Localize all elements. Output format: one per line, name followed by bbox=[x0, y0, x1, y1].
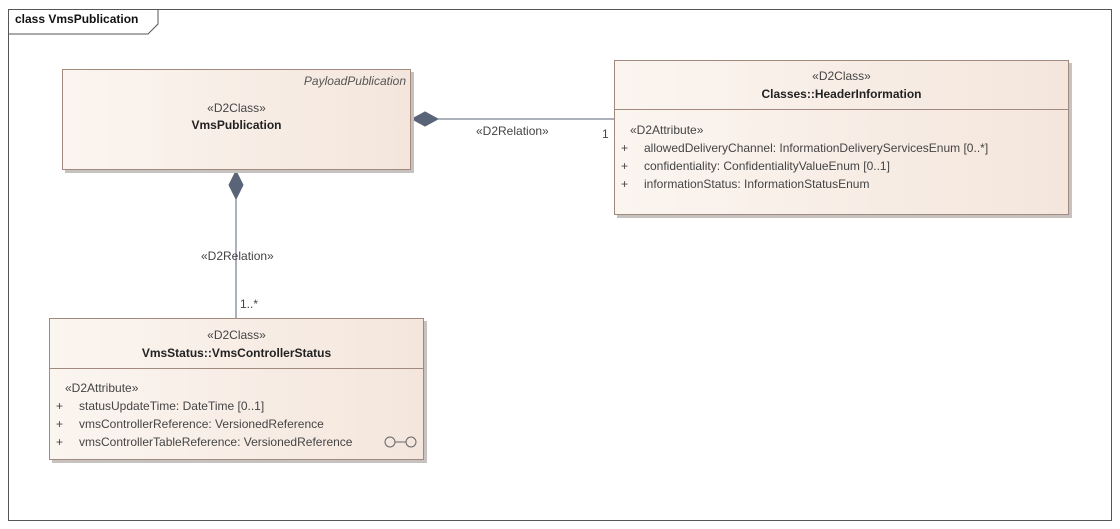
attribute-row: vmsControllerTableReference: VersionedRe… bbox=[79, 435, 353, 449]
attribute-visibility: + bbox=[621, 141, 629, 155]
composition-diamond-icon bbox=[228, 169, 244, 201]
attribute-stereotype: «D2Attribute» bbox=[630, 123, 704, 137]
class-header-information[interactable]: «D2Class» Classes::HeaderInformation «D2… bbox=[614, 60, 1069, 215]
class-stereotype: «D2Class» bbox=[812, 69, 871, 83]
class-divider bbox=[615, 109, 1068, 110]
class-name: VmsPublication bbox=[191, 118, 282, 132]
attribute-row: vmsControllerReference: VersionedReferen… bbox=[79, 417, 324, 431]
attribute-row: statusUpdateTime: DateTime [0..1] bbox=[79, 399, 265, 413]
attribute-visibility: + bbox=[621, 177, 629, 191]
attribute-visibility: + bbox=[56, 417, 64, 431]
class-stereotype: «D2Class» bbox=[207, 101, 266, 115]
status-relation-stereotype: «D2Relation» bbox=[201, 249, 274, 263]
composition-diamond-icon bbox=[410, 111, 440, 127]
class-name: Classes::HeaderInformation bbox=[761, 87, 922, 101]
frame-tab bbox=[8, 9, 159, 35]
header-relation-multiplicity: 1 bbox=[602, 127, 609, 141]
header-relation-stereotype: «D2Relation» bbox=[476, 124, 549, 138]
attribute-row: informationStatus: InformationStatusEnum bbox=[644, 177, 870, 191]
class-parent-name: PayloadPublication bbox=[303, 74, 406, 88]
class-divider bbox=[50, 368, 423, 369]
diagram-frame bbox=[8, 9, 1112, 521]
frame-label: class VmsPublication bbox=[15, 12, 139, 26]
status-relation-multiplicity: 1..* bbox=[240, 297, 259, 311]
attribute-visibility: + bbox=[56, 399, 64, 413]
attribute-visibility: + bbox=[56, 435, 64, 449]
attribute-row: confidentiality: ConfidentialityValueEnu… bbox=[644, 159, 890, 173]
attribute-visibility: + bbox=[621, 159, 629, 173]
attribute-row: allowedDeliveryChannel: InformationDeliv… bbox=[644, 141, 989, 155]
class-vms-publication[interactable]: PayloadPublication «D2Class» VmsPublicat… bbox=[62, 69, 411, 170]
class-stereotype: «D2Class» bbox=[207, 328, 266, 342]
class-name: VmsStatus::VmsControllerStatus bbox=[141, 346, 332, 360]
link-glasses-icon bbox=[384, 436, 417, 448]
attribute-stereotype: «D2Attribute» bbox=[65, 381, 139, 395]
class-vms-controller-status[interactable]: «D2Class» VmsStatus::VmsControllerStatus… bbox=[49, 318, 424, 460]
